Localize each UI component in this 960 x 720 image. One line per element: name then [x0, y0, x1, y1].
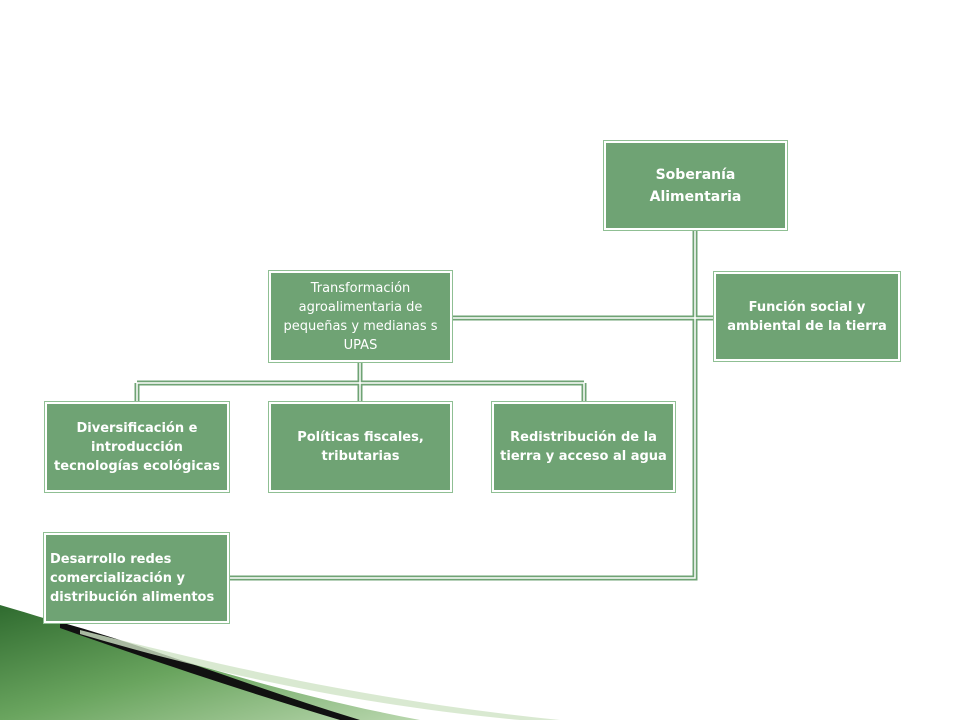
node-text-line: tierra y acceso al agua: [500, 449, 667, 464]
node-funcion-social: Función social y ambiental de la tierra: [713, 271, 901, 362]
node-text-line: introducción: [91, 439, 183, 455]
node-text-line: comercialización y: [50, 570, 185, 586]
node-text-line: ambiental de la tierra: [727, 318, 887, 334]
node-text-line: pequeñas y medianas s: [283, 318, 438, 334]
node-text-line: Redistribución de la: [510, 430, 657, 445]
node-text-line: tecnologías ecológicas: [54, 458, 220, 474]
node-transformacion-agroalimentaria: Transformación agroalimentaria de pequeñ…: [268, 270, 453, 363]
node-text-line: Alimentaria: [649, 188, 742, 205]
node-redistribucion-tierra: Redistribución de la tierra y acceso al …: [491, 401, 676, 493]
node-text-line: distribución alimentos: [50, 589, 215, 605]
node-text-line: UPAS: [343, 337, 378, 353]
node-diversificacion: Diversificación e introducción tecnologí…: [44, 401, 230, 493]
node-text-line: Soberanía: [655, 166, 736, 183]
node-politicas-fiscales: Políticas fiscales, tributarias: [268, 401, 453, 493]
node-desarrollo-redes: Desarrollo redes comercialización y dist…: [43, 532, 230, 624]
node-soberania-alimentaria: Soberanía Alimentaria: [603, 140, 788, 231]
node-text-line: tributarias: [321, 449, 400, 464]
node-text-line: Función social y: [748, 299, 866, 315]
node-text-line: Transformación: [310, 280, 411, 296]
node-text-line: Políticas fiscales,: [297, 430, 424, 445]
node-text-line: Desarrollo redes: [50, 551, 172, 567]
node-text-line: agroalimentaria de: [298, 299, 423, 315]
node-text-line: Diversificación e: [76, 420, 198, 436]
